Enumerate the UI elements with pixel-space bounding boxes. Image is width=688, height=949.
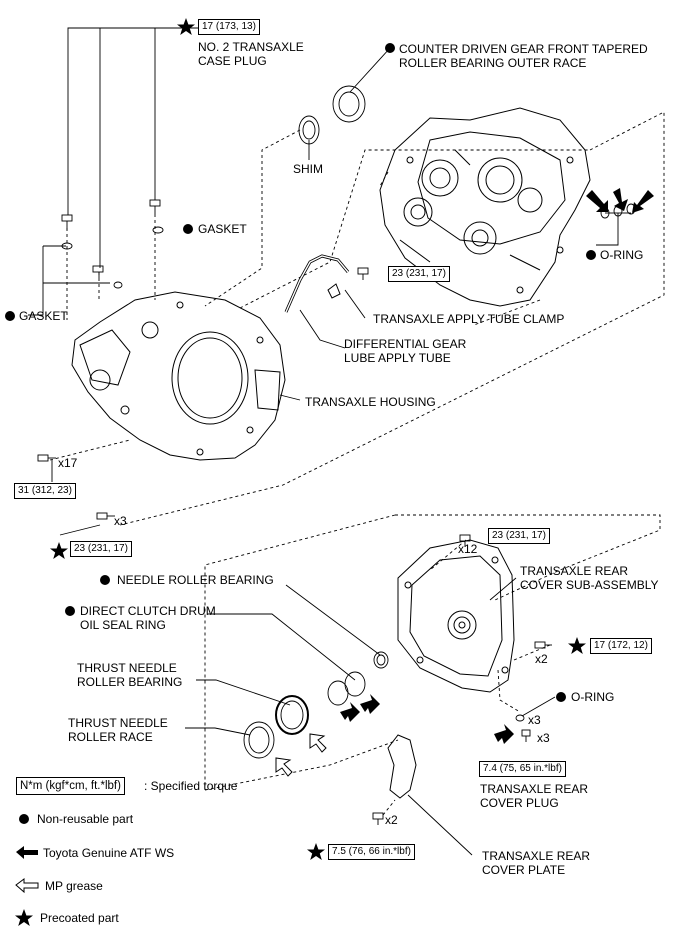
non-reusable-dot-1: [385, 43, 395, 53]
needle-bearing: [373, 651, 389, 669]
non-reusable-dot-4: [5, 311, 15, 321]
non-reusable-dot-2: [183, 224, 193, 234]
label-o-ring-top: O-RING: [600, 248, 644, 262]
rear-cover: [397, 539, 515, 693]
legend-atf-arrow: [16, 846, 38, 859]
precoated-star-1: [177, 18, 195, 35]
oil-seal-rings: [327, 671, 366, 706]
legend-precoated: Precoated part: [40, 911, 119, 925]
label-thrust-race: THRUST NEEDLE ROLLER RACE: [68, 716, 168, 744]
torque-box-cover-plug: 7.4 (75, 65 in.*lbf): [479, 761, 566, 777]
qty-rear-cover-bolts: x12: [458, 542, 478, 556]
label-shim: SHIM: [293, 162, 323, 176]
bolts-gaskets: [37, 199, 636, 825]
label-needle-bearing: NEEDLE ROLLER BEARING: [117, 573, 274, 587]
torque-box-rear-cover: 23 (231, 17): [488, 528, 550, 544]
rear-cover-plate: [387, 734, 417, 799]
assembly-lines: [49, 111, 665, 816]
qty-cover-plug: x3: [537, 731, 550, 745]
transaxle-housing: [71, 291, 286, 461]
non-reusable-dot-7: [556, 692, 566, 702]
label-thrust-bearing: THRUST NEEDLE ROLLER BEARING: [77, 661, 183, 689]
torque-box-housing-bolt-2: 23 (231, 17): [70, 541, 132, 557]
label-cover-plate: TRANSAXLE REAR COVER PLATE: [482, 849, 591, 877]
legend-star: [15, 909, 33, 926]
thrust-race: [243, 721, 275, 759]
outer-race: [332, 85, 366, 123]
label-housing: TRANSAXLE HOUSING: [305, 395, 436, 409]
qty-cover-plate-bolts: x2: [385, 813, 398, 827]
label-cover-plug: TRANSAXLE REAR COVER PLUG: [480, 782, 589, 810]
label-rear-cover: TRANSAXLE REAR COVER SUB-ASSEMBLY: [520, 564, 659, 592]
torque-box-housing-bolt: 31 (312, 23): [14, 483, 76, 499]
label-gasket-left: GASKET: [19, 309, 68, 323]
torque-box-case-plug: 17 (173, 13): [198, 19, 260, 35]
grease-arrows: [275, 733, 327, 777]
legend-grease: MP grease: [45, 879, 103, 893]
qty-housing-bolts: x17: [58, 456, 78, 470]
thrust-bearing: [275, 695, 309, 735]
legend-atf: Toyota Genuine ATF WS: [43, 846, 175, 860]
legend-non-reusable: Non-reusable part: [37, 812, 134, 826]
non-reusable-dot-6: [65, 606, 75, 616]
qty-o-ring: x3: [528, 713, 541, 727]
atf-arrows: [340, 188, 654, 744]
markers: [5, 18, 596, 926]
label-outer-race: COUNTER DRIVEN GEAR FRONT TAPERED ROLLER…: [399, 42, 648, 70]
legend-dot: [19, 814, 29, 824]
torque-box-rear-cover-2: 17 (172, 12): [590, 638, 652, 654]
qty-rear-cover-bolts-2: x2: [535, 652, 548, 666]
legend-torque-box: N*m (kgf*cm, ft.*lbf): [16, 777, 125, 795]
label-diff-tube: DIFFERENTIAL GEAR LUBE APPLY TUBE: [344, 337, 467, 365]
torque-box-clamp-bolt: 23 (231, 17): [388, 266, 450, 282]
qty-housing-bolts-2: x3: [114, 514, 127, 528]
label-tube-clamp: TRANSAXLE APPLY TUBE CLAMP: [373, 312, 565, 326]
legend-torque-text: : Specified torque: [144, 779, 238, 793]
transaxle-case: [379, 107, 591, 307]
label-case-plug: NO. 2 TRANSAXLE CASE PLUG: [198, 40, 304, 68]
non-reusable-dot-5: [100, 575, 110, 585]
tube-clamp: [327, 283, 341, 299]
shim: [298, 115, 320, 145]
label-seal-ring: DIRECT CLUTCH DRUM OIL SEAL RING: [80, 604, 216, 632]
precoated-star-2: [50, 542, 68, 559]
precoated-star-3: [568, 637, 586, 654]
lube-apply-tube: [284, 254, 350, 313]
torque-box-cover-plate: 7.5 (76, 66 in.*lbf): [328, 844, 415, 860]
label-gasket-right: GASKET: [198, 222, 247, 236]
label-o-ring-bottom: O-RING: [571, 690, 615, 704]
non-reusable-dot-3: [586, 250, 596, 260]
legend-grease-arrow: [15, 878, 39, 894]
precoated-star-4: [307, 843, 325, 860]
